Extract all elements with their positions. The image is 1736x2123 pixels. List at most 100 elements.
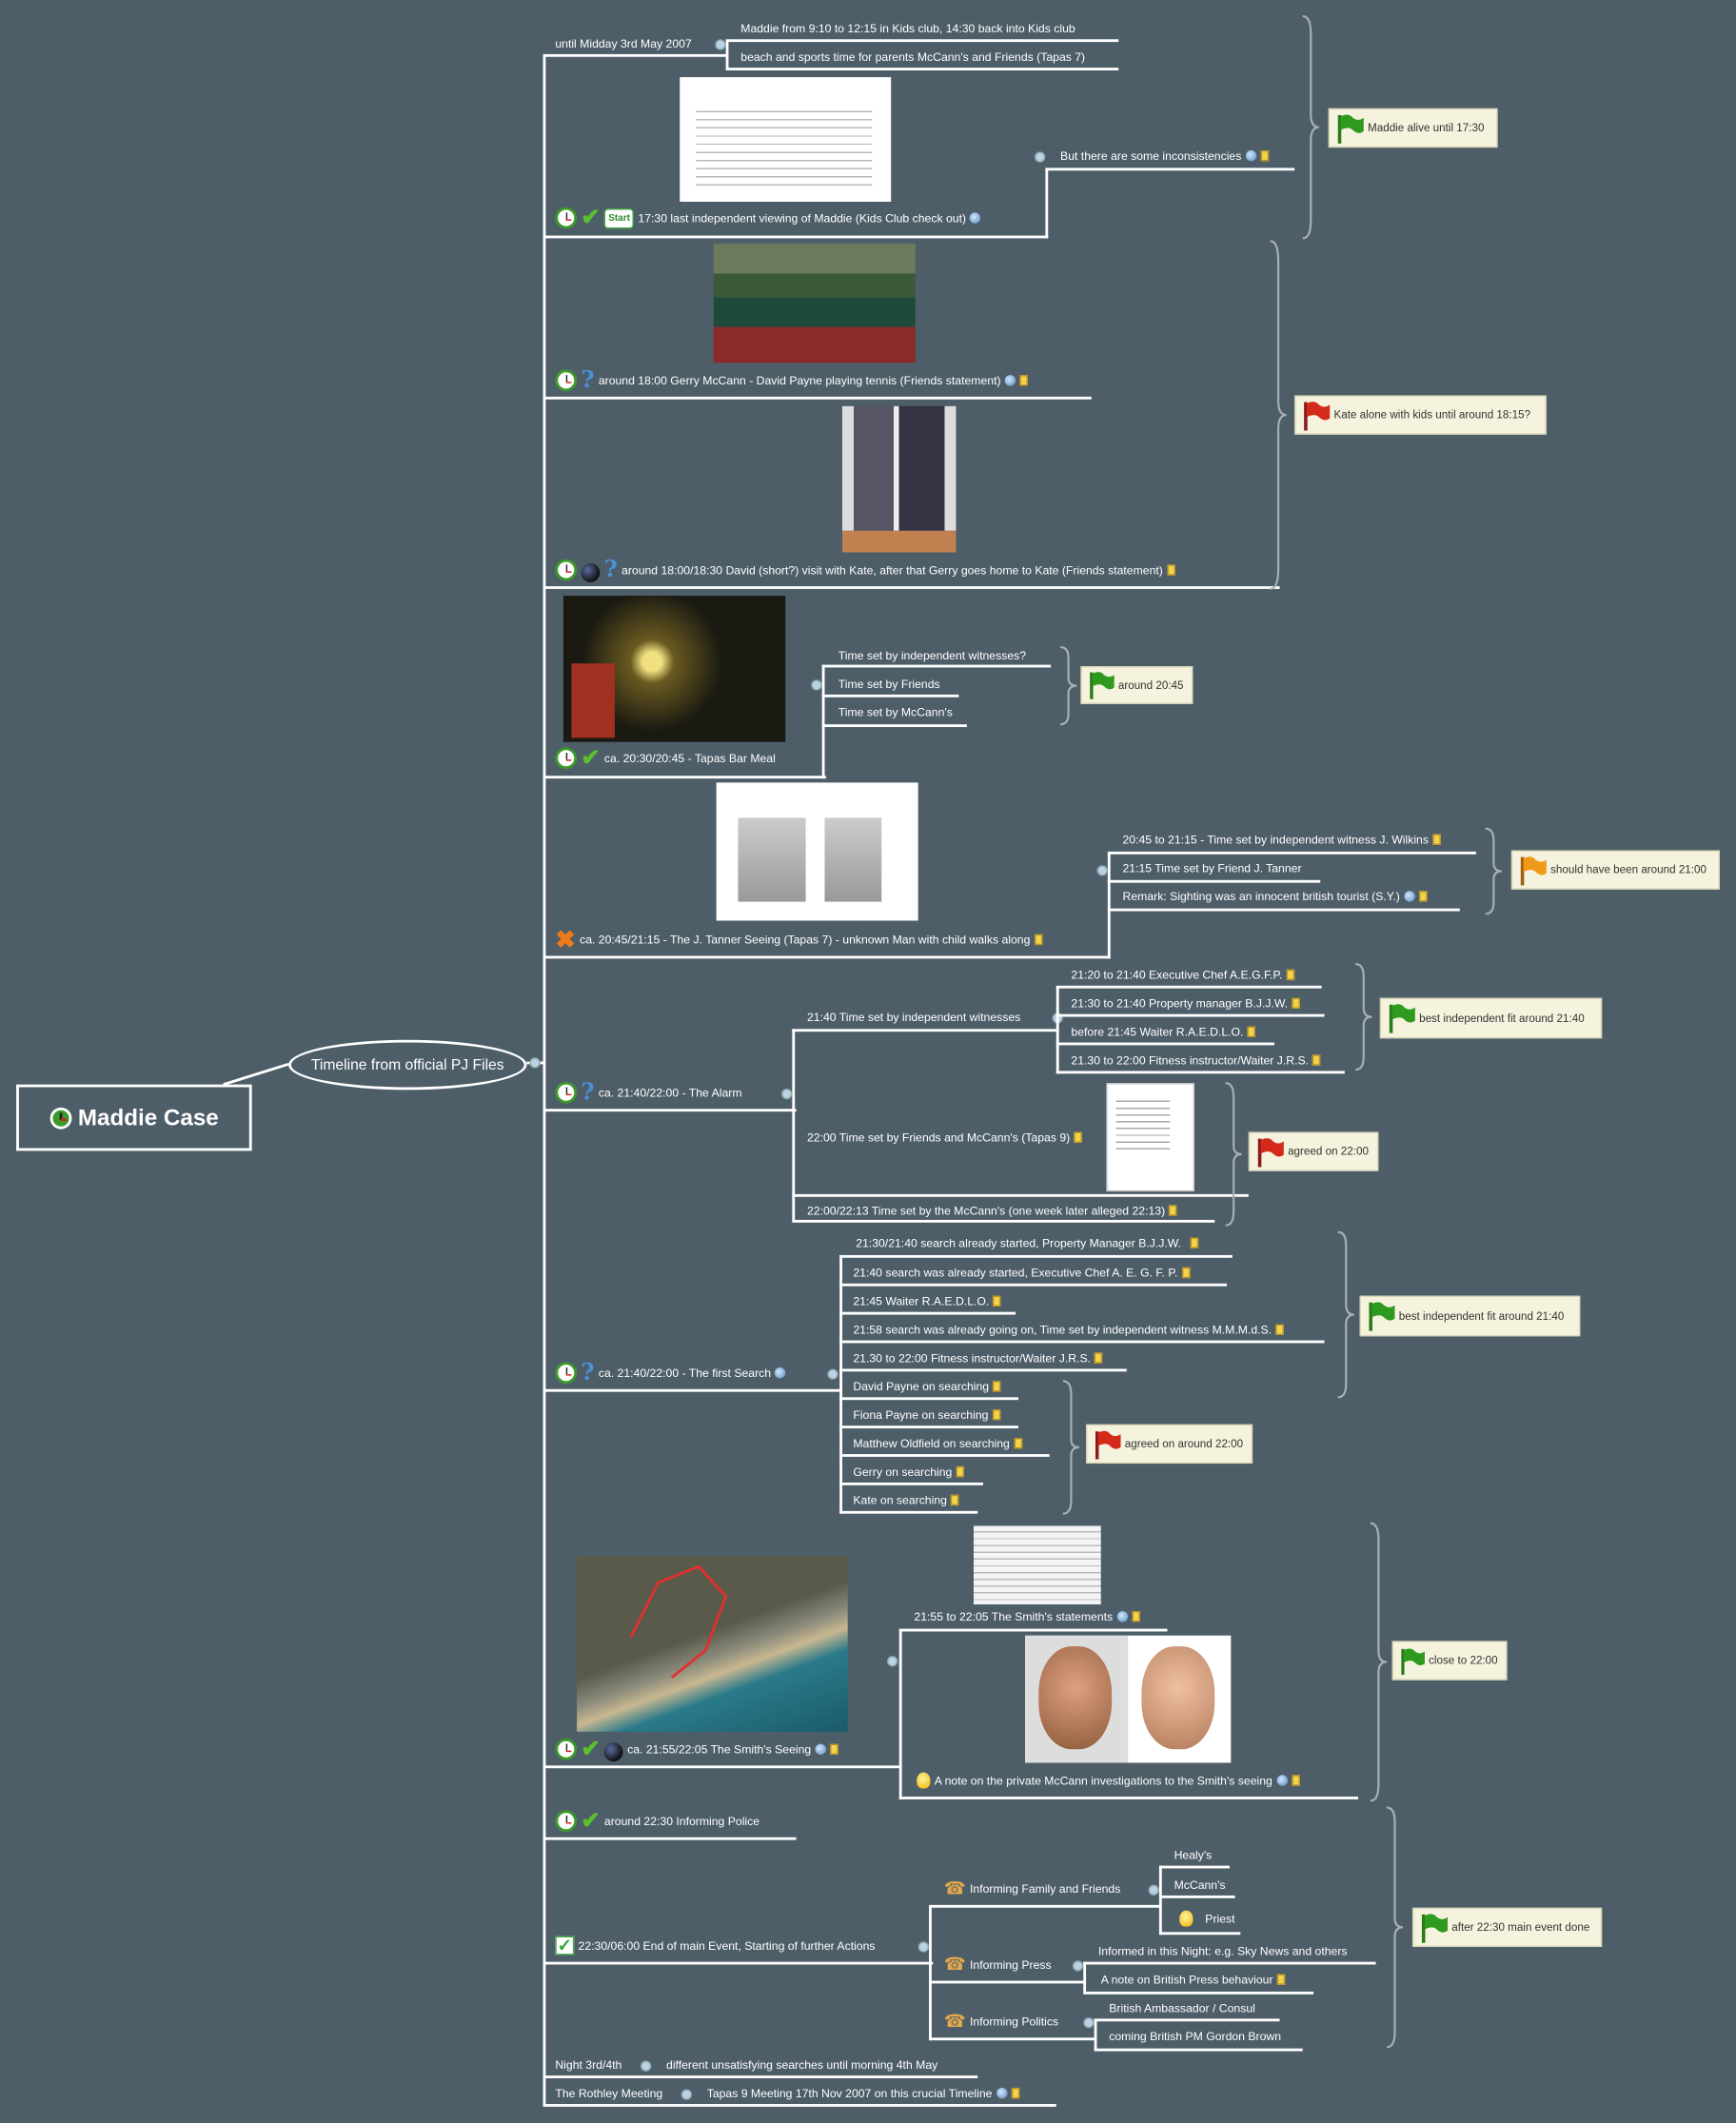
note-icon[interactable] xyxy=(1432,834,1441,845)
search-item[interactable]: 21:45 Waiter R.A.E.D.L.O. xyxy=(853,1288,1002,1314)
search-item[interactable]: 21.30 to 22:00 Fitness instructor/Waiter… xyxy=(853,1345,1103,1371)
collapse-toggle[interactable] xyxy=(715,39,726,50)
summary-callout[interactable]: best independent fit around 21:40 xyxy=(1359,1295,1581,1337)
globe-icon[interactable] xyxy=(1116,1611,1128,1622)
collapse-toggle[interactable] xyxy=(780,1088,793,1100)
tennis-court-image[interactable] xyxy=(713,244,916,364)
topic-smith-statements[interactable]: 21:55 to 22:05 The Smith's statements xyxy=(914,1603,1140,1630)
topic-witness-waiter[interactable]: before 21:45 Waiter R.A.E.D.L.O. xyxy=(1071,1018,1256,1045)
collapse-toggle[interactable] xyxy=(1083,2016,1095,2029)
collapse-toggle[interactable] xyxy=(1072,1960,1084,1972)
statement-document-image[interactable] xyxy=(973,1525,1101,1605)
topic-gordon-brown[interactable]: coming British PM Gordon Brown xyxy=(1109,2023,1281,2050)
globe-icon[interactable] xyxy=(970,212,981,224)
topic-beach-sports[interactable]: beach and sports time for parents McCann… xyxy=(740,44,1085,70)
registration-form-image[interactable] xyxy=(680,77,892,202)
topic-end-main-event[interactable]: ✓ 22:30/06:00 End of main Event, Startin… xyxy=(555,1932,876,1958)
collapse-toggle[interactable] xyxy=(827,1368,838,1380)
search-item[interactable]: Fiona Payne on searching xyxy=(853,1402,1001,1428)
topic-private-investigation-note[interactable]: A note on the private McCann investigati… xyxy=(917,1767,1300,1794)
note-icon[interactable] xyxy=(1312,1054,1321,1066)
topic-informing-police[interactable]: ✔ around 22:30 Informing Police xyxy=(555,1807,760,1834)
summary-callout[interactable]: after 22:30 main event done xyxy=(1411,1907,1603,1947)
summary-callout[interactable]: best independent fit around 21:40 xyxy=(1379,997,1603,1039)
topic-time-mccanns[interactable]: Time set by McCann's xyxy=(838,698,953,725)
topic-kids-club[interactable]: Maddie from 9:10 to 12:15 in Kids club, … xyxy=(740,15,1075,42)
topic-until-midday[interactable]: until Midday 3rd May 2007 xyxy=(555,29,691,56)
topic-last-viewing[interactable]: ✔ Start 17:30 last independent viewing o… xyxy=(555,205,981,231)
tapas-bar-image[interactable] xyxy=(562,596,786,742)
globe-icon[interactable] xyxy=(1245,149,1257,162)
topic-tanner[interactable]: 21:15 Time set by Friend J. Tanner xyxy=(1123,855,1302,881)
topic-informing-press[interactable]: ☎Informing Press xyxy=(944,1951,1052,1977)
summary-callout[interactable]: close to 22:00 xyxy=(1391,1641,1508,1681)
topic-alarm-independent[interactable]: 21:40 Time set by independent witnesses xyxy=(807,1003,1020,1030)
note-icon[interactable] xyxy=(993,1295,1002,1307)
collapse-toggle[interactable] xyxy=(1035,151,1046,163)
note-icon[interactable] xyxy=(993,1381,1001,1392)
globe-icon[interactable] xyxy=(996,2087,1008,2099)
collapse-toggle[interactable] xyxy=(886,1656,898,1667)
topic-informing-family[interactable]: ☎Informing Family and Friends xyxy=(944,1876,1121,1902)
summary-callout[interactable]: around 20:45 xyxy=(1080,666,1194,704)
note-icon[interactable] xyxy=(1019,375,1029,386)
topic-rothley-meeting[interactable]: The Rothley Meeting xyxy=(555,2079,662,2106)
topic-witness-manager[interactable]: 21:30 to 21:40 Property manager B.J.J.W. xyxy=(1071,990,1300,1016)
efit-faces-image[interactable] xyxy=(1025,1635,1232,1763)
note-icon[interactable] xyxy=(1292,997,1300,1009)
search-item[interactable]: 21:58 search was already going on, Time … xyxy=(853,1316,1284,1343)
search-item[interactable]: Gerry on searching xyxy=(853,1458,965,1484)
central-topic[interactable]: Timeline from official PJ Files xyxy=(288,1039,527,1091)
root-topic[interactable]: Maddie Case xyxy=(16,1084,252,1151)
note-icon[interactable] xyxy=(1095,1352,1103,1364)
topic-sky-news[interactable]: Informed in this Night: e.g. Sky News an… xyxy=(1098,1937,1348,1964)
topic-inconsistencies[interactable]: But there are some inconsistencies xyxy=(1060,142,1269,168)
note-icon[interactable] xyxy=(1169,1205,1177,1216)
topic-alarm[interactable]: ? ca. 21:40/22:00 - The Alarm xyxy=(555,1079,742,1106)
note-icon[interactable] xyxy=(1418,891,1428,902)
note-icon[interactable] xyxy=(1132,1611,1140,1622)
topic-night[interactable]: Night 3rd/4th xyxy=(555,2052,621,2078)
topic-smith-seeing[interactable]: ✔ ca. 21:55/22:05 The Smith's Seeing xyxy=(555,1736,838,1762)
note-icon[interactable] xyxy=(1286,969,1295,981)
note-icon[interactable] xyxy=(1191,1237,1199,1248)
topic-ambassador[interactable]: British Ambassador / Consul xyxy=(1109,1995,1255,2021)
aerial-map-image[interactable] xyxy=(577,1555,848,1732)
collapse-toggle[interactable] xyxy=(1096,865,1108,876)
topic-unsatisfying-searches[interactable]: different unsatisfying searches until mo… xyxy=(666,2052,937,2078)
globe-icon[interactable] xyxy=(775,1367,786,1379)
topic-mccanns[interactable]: McCann's xyxy=(1174,1871,1226,1897)
collapse-toggle[interactable] xyxy=(1148,1884,1159,1896)
note-icon[interactable] xyxy=(1275,1324,1284,1335)
note-icon[interactable] xyxy=(1034,934,1043,946)
search-item[interactable]: Matthew Oldfield on searching xyxy=(853,1429,1022,1456)
globe-icon[interactable] xyxy=(1404,891,1415,902)
topic-first-search[interactable]: ? ca. 21:40/22:00 - The first Search xyxy=(555,1359,786,1386)
note-icon[interactable] xyxy=(1260,149,1269,162)
topic-remark[interactable]: Remark: Sighting was an innocent british… xyxy=(1123,883,1428,910)
globe-icon[interactable] xyxy=(1276,1775,1288,1786)
topic-witness-fitness[interactable]: 21.30 to 22:00 Fitness instructor/Waiter… xyxy=(1071,1047,1321,1073)
summary-callout[interactable]: Maddie alive until 17:30 xyxy=(1328,108,1498,148)
topic-time-independent[interactable]: Time set by independent witnesses? xyxy=(838,641,1026,668)
note-icon[interactable] xyxy=(1181,1267,1191,1279)
summary-callout[interactable]: agreed on 22:00 xyxy=(1248,1131,1379,1171)
search-item[interactable]: 21:30/21:40 search already started, Prop… xyxy=(856,1229,1199,1256)
note-icon[interactable] xyxy=(956,1465,965,1478)
search-item[interactable]: Kate on searching xyxy=(853,1486,959,1513)
search-item[interactable]: 21:40 search was already started, Execut… xyxy=(853,1259,1191,1286)
topic-tennis[interactable]: ? around 18:00 Gerry McCann - David Payn… xyxy=(555,367,1029,394)
note-icon[interactable] xyxy=(1074,1131,1083,1143)
apartment-door-image[interactable] xyxy=(841,405,957,553)
topic-time-friends[interactable]: Time set by Friends xyxy=(838,670,940,697)
topic-healys[interactable]: Healy's xyxy=(1174,1841,1213,1868)
summary-callout[interactable]: agreed on around 22:00 xyxy=(1086,1424,1253,1464)
summary-callout[interactable]: should have been around 21:00 xyxy=(1510,850,1720,890)
topic-wilkins[interactable]: 20:45 to 21:15 - Time set by independent… xyxy=(1123,826,1441,853)
note-icon[interactable] xyxy=(1014,1438,1022,1449)
topic-tapas-meal[interactable]: ✔ ca. 20:30/20:45 - Tapas Bar Meal xyxy=(555,745,776,772)
topic-david-visit[interactable]: ? around 18:00/18:30 David (short?) visi… xyxy=(555,557,1175,583)
collapse-toggle[interactable] xyxy=(640,2060,652,2072)
collapse-toggle[interactable] xyxy=(917,1941,930,1953)
note-icon[interactable] xyxy=(951,1494,959,1506)
